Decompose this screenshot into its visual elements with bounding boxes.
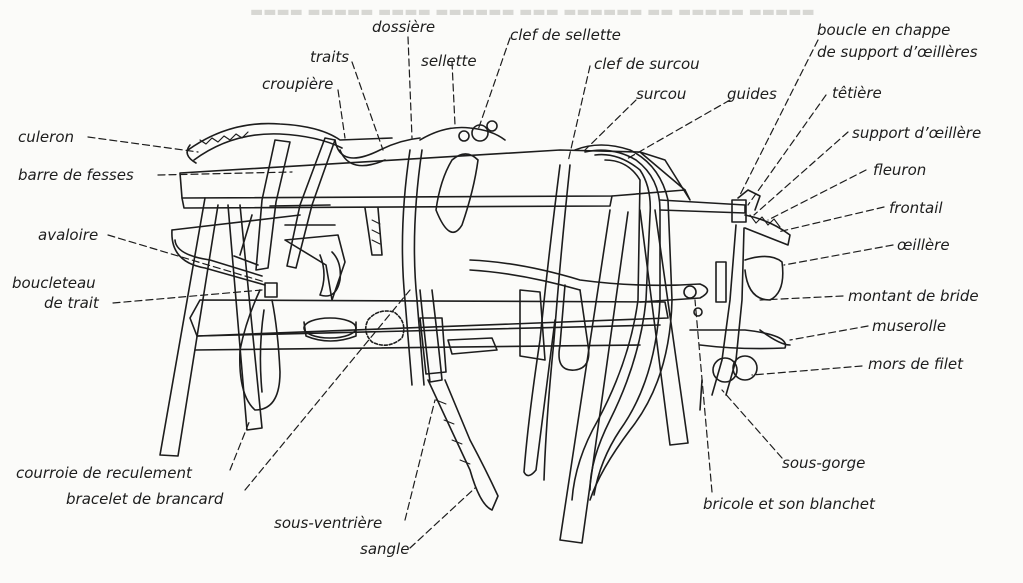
leader-sous-gorge xyxy=(721,389,783,459)
leader-avaloire xyxy=(107,234,266,283)
leader-dossiere xyxy=(407,36,413,139)
leader-guides xyxy=(624,99,731,161)
breeching-strap xyxy=(171,214,301,286)
leader-mors-de-filet xyxy=(751,365,863,376)
leader-fleuron xyxy=(767,169,867,221)
leader-traits xyxy=(351,61,384,151)
label-oeillere: œillère xyxy=(897,236,950,254)
label-boucleteau-line2: de trait xyxy=(44,294,99,312)
label-dossiere: dossière xyxy=(372,18,436,36)
label-culeron: culeron xyxy=(18,128,75,146)
label-sous-gorge: sous-gorge xyxy=(782,454,866,472)
bleed-through-text-top: ▬▬▬▬ ▬▬▬▬▬ ▬▬▬▬ ▬▬▬▬▬▬ ▬▬▬ ▬▬▬▬▬▬ ▬▬ ▬▬▬… xyxy=(250,4,815,20)
leader-bracelet-de-brancard xyxy=(244,289,411,491)
label-avaloire: avaloire xyxy=(38,226,99,244)
leader-boucleteau xyxy=(112,289,263,304)
label-fleuron: fleuron xyxy=(873,161,927,179)
saddle-pad xyxy=(419,120,506,234)
leader-muserolle xyxy=(789,325,869,341)
label-boucle-en-chappe-line1: boucle en chappe xyxy=(817,21,951,39)
label-croupiere: croupière xyxy=(262,75,334,93)
label-traits: traits xyxy=(310,48,350,66)
label-sangle: sangle xyxy=(360,540,410,558)
label-courroie-de-reculement: courroie de reculement xyxy=(16,464,192,482)
label-clef-de-surcou: clef de surcou xyxy=(594,55,700,73)
label-tetiere: têtière xyxy=(832,84,882,102)
crupper-strap xyxy=(186,122,393,164)
leader-clef-de-surcou xyxy=(567,65,591,163)
leader-lines xyxy=(87,36,894,549)
leader-barre-de-fesses xyxy=(157,171,293,176)
reins-coil xyxy=(519,144,673,501)
label-bricole: bricole et son blanchet xyxy=(703,495,875,513)
leader-culeron xyxy=(87,136,199,153)
leader-sangle xyxy=(409,487,476,549)
trace-strap-hanging xyxy=(319,207,383,297)
leader-support-oeillere xyxy=(753,131,849,216)
saddle-stand xyxy=(159,149,746,544)
label-mors-de-filet: mors de filet xyxy=(868,355,964,373)
label-surcou: surcou xyxy=(636,85,687,103)
bridle xyxy=(699,189,791,411)
label-bracelet-de-brancard: bracelet de brancard xyxy=(66,490,224,508)
leader-montant-de-bride xyxy=(759,295,844,301)
label-boucle-en-chappe-line2: de support d’œillères xyxy=(817,43,978,61)
label-boucleteau-line1: boucleteau xyxy=(12,274,96,292)
leader-croupiere xyxy=(337,89,346,139)
label-support-oeillere: support d’œillère xyxy=(852,124,982,142)
hip-straps xyxy=(233,137,336,271)
label-sous-ventriere: sous-ventrière xyxy=(274,514,383,532)
girth-and-belly-band xyxy=(401,149,499,511)
leader-oeillere xyxy=(783,244,894,266)
leader-surcou xyxy=(584,99,637,151)
breeching-loop xyxy=(238,282,281,411)
leader-clef-de-sellette xyxy=(477,37,511,131)
leader-tetiere xyxy=(747,94,827,206)
label-clef-de-sellette: clef de sellette xyxy=(510,26,621,44)
label-frontail: frontail xyxy=(889,199,943,217)
leader-bricole xyxy=(694,299,713,493)
leader-sous-ventriere xyxy=(404,399,436,521)
traces xyxy=(269,137,421,301)
label-barre-de-fesses: barre de fesses xyxy=(18,166,134,184)
leader-sellette xyxy=(451,61,456,126)
leader-courroie-de-reculement xyxy=(229,419,251,471)
label-montant-de-bride: montant de bride xyxy=(848,287,979,305)
leader-boucle-en-chappe xyxy=(739,39,819,196)
label-muserolle: muserolle xyxy=(872,317,947,335)
label-guides: guides xyxy=(727,85,777,103)
leader-frontail xyxy=(777,206,885,233)
label-sellette: sellette xyxy=(421,52,477,70)
